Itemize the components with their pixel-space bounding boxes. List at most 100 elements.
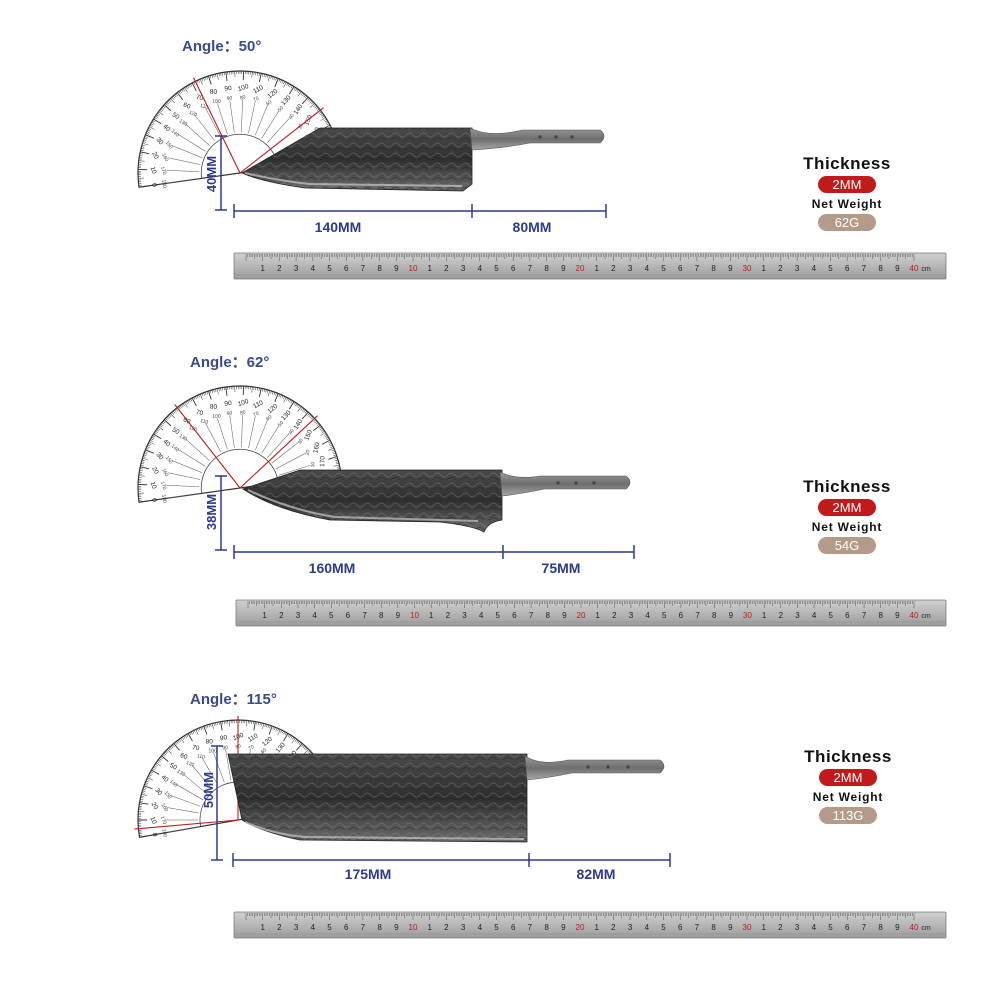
protractor-label: 170 (319, 456, 326, 467)
protractor-label: 10 (149, 166, 158, 175)
protractor-label: 10 (149, 816, 158, 826)
height-dimension (211, 745, 223, 861)
protractor-inner-label: 130 (178, 433, 188, 443)
length-dimension (233, 204, 607, 218)
ruler-number: 6 (346, 611, 351, 620)
protractor-inner-label: 110 (200, 418, 209, 426)
ruler-number: 9 (394, 264, 399, 273)
protractor-label: 70 (192, 744, 201, 752)
ruler-number: 9 (895, 264, 900, 273)
protractor-inner-label: 70 (252, 410, 260, 418)
ruler-number: 40 (910, 264, 919, 273)
net-weight-label: Net Weight (811, 520, 883, 534)
ruler-number: 2 (611, 923, 616, 932)
ruler-number: 4 (812, 923, 817, 932)
ruler-number: 7 (695, 611, 700, 620)
ruler-number: 6 (344, 264, 349, 273)
ruler-number: 5 (828, 264, 833, 273)
protractor-inner-label: 120 (188, 425, 198, 434)
protractor-label: 160 (312, 441, 321, 453)
protractor-label: 50 (171, 111, 181, 121)
ruler-number: 1 (427, 264, 432, 273)
ruler-number: 8 (545, 611, 550, 620)
height-dimension (215, 135, 227, 211)
height-label: 40MM (204, 156, 219, 192)
protractor-label: 110 (247, 732, 260, 743)
ruler-number: 6 (511, 923, 516, 932)
ruler-number: 4 (812, 611, 817, 620)
ruler-number: 3 (296, 611, 301, 620)
ruler-number: 2 (444, 923, 449, 932)
protractor-label: 10 (149, 481, 158, 490)
protractor-inner-label: 90 (226, 410, 233, 417)
ruler-number: 2 (612, 611, 617, 620)
ruler-number: 1 (260, 264, 265, 273)
protractor-label: 40 (160, 774, 170, 784)
protractor-label: 100 (237, 83, 250, 93)
thickness-value: 2MM (819, 769, 877, 786)
ruler-number: 1 (762, 611, 767, 620)
ruler-number: 7 (362, 611, 367, 620)
protractor-label: 70 (195, 94, 204, 102)
ruler-number: 10 (410, 611, 419, 620)
protractor-inner-label: 180 (160, 179, 167, 188)
blade-length-label: 160MM (309, 560, 356, 576)
protractor-label: 20 (150, 801, 160, 811)
ruler-number: 8 (878, 611, 883, 620)
ruler-number: 7 (695, 923, 700, 932)
knife-blade (241, 127, 473, 192)
protractor-label: 20 (150, 466, 160, 476)
ruler-number: 5 (496, 611, 501, 620)
tang-length-label: 80MM (513, 219, 552, 235)
protractor-inner-label: 100 (212, 414, 221, 420)
ruler-unit: cm (921, 266, 931, 273)
protractor-label: 110 (252, 399, 265, 410)
protractor-inner-label: 40 (288, 428, 296, 436)
ruler-number: 6 (678, 264, 683, 273)
ruler-number: 5 (829, 611, 834, 620)
ruler-number: 3 (294, 923, 299, 932)
ruler-number: 2 (611, 264, 616, 273)
thickness-label: Thickness (803, 154, 891, 173)
ruler-number: 1 (262, 611, 267, 620)
protractor-inner-label: 140 (168, 779, 178, 789)
protractor-inner-label: 90 (222, 745, 229, 752)
knife-blade (242, 469, 503, 533)
length-dimension (232, 853, 671, 867)
angle-label: Angle：50° (182, 38, 261, 55)
protractor-inner-label: 180 (160, 494, 167, 503)
ruler-number: 20 (577, 611, 586, 620)
ruler-number: 9 (895, 611, 900, 620)
protractor-label: 150 (303, 429, 314, 442)
protractor-label: 60 (182, 417, 192, 426)
protractor-inner-label: 40 (288, 113, 296, 121)
length-dimension (233, 545, 635, 559)
ruler-unit: cm (921, 925, 931, 932)
protractor-inner-label: 20 (305, 449, 312, 456)
protractor-inner-label: 180 (160, 828, 167, 837)
protractor-inner-label: 150 (164, 140, 174, 150)
ruler-number: 30 (743, 264, 752, 273)
protractor-label: 150 (303, 114, 314, 127)
angle-label: Angle：62° (190, 354, 269, 371)
ruler-number: 10 (409, 923, 418, 932)
ruler-number: 30 (743, 611, 752, 620)
ruler-number: 9 (728, 923, 733, 932)
ruler-number: 8 (544, 264, 549, 273)
ruler-number: 9 (729, 611, 734, 620)
protractor-label: 0 (151, 832, 159, 837)
ruler-number: 7 (528, 264, 533, 273)
protractor-inner-label: 140 (170, 128, 180, 138)
ruler-number: 2 (277, 264, 282, 273)
ruler-number: 7 (361, 264, 366, 273)
protractor-inner-label: 130 (178, 118, 188, 128)
ruler-number: 3 (461, 923, 466, 932)
height-label: 38MM (204, 494, 219, 530)
protractor-label: 110 (252, 84, 265, 95)
ruler-number: 6 (845, 611, 850, 620)
